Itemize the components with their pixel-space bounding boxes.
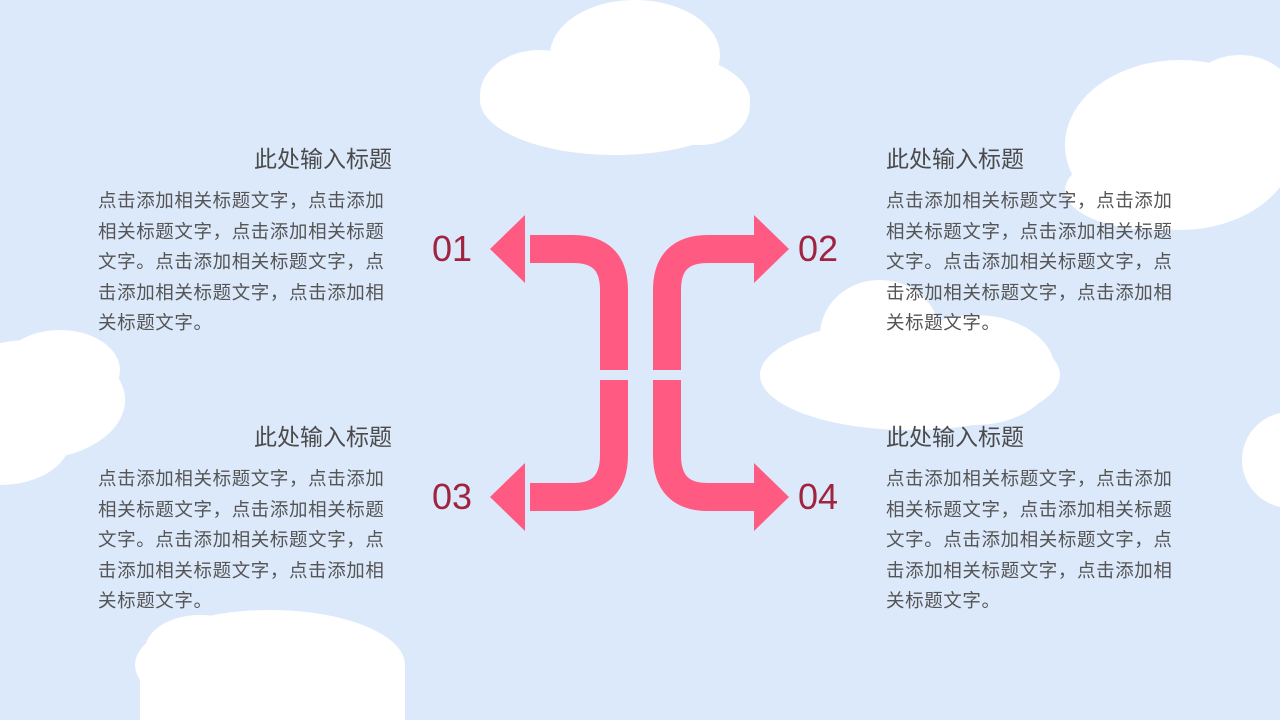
block-body: 点击添加相关标题文字，点击添加相关标题文字，点击添加相关标题文字。点击添加相关标… xyxy=(886,469,1173,612)
step-number-04: 04 xyxy=(798,476,839,517)
arrow-icon xyxy=(490,463,525,531)
text-block-03: 此处输入标题 点击添加相关标题文字，点击添加相关标题文字，点击添加相关标题文字。… xyxy=(98,423,398,618)
step-number-02: 02 xyxy=(798,228,839,269)
block-title: 此处输入标题 xyxy=(254,425,392,451)
block-body: 点击添加相关标题文字，点击添加相关标题文字，点击添加相关标题文字。点击添加相关标… xyxy=(98,469,385,612)
block-title: 此处输入标题 xyxy=(254,147,392,173)
arrow-icon xyxy=(653,235,755,370)
arrow-icon xyxy=(754,463,789,531)
arrow-icon xyxy=(530,380,628,511)
arrow-icon xyxy=(530,235,628,370)
cloud-icon xyxy=(0,330,125,485)
block-title: 此处输入标题 xyxy=(886,425,1024,451)
step-number-01: 01 xyxy=(432,228,473,269)
arrow-icon xyxy=(754,215,789,283)
block-title: 此处输入标题 xyxy=(886,147,1024,173)
text-block-01: 此处输入标题 点击添加相关标题文字，点击添加相关标题文字，点击添加相关标题文字。… xyxy=(98,145,398,340)
block-body: 点击添加相关标题文字，点击添加相关标题文字，点击添加相关标题文字。点击添加相关标… xyxy=(98,191,385,334)
cloud-icon xyxy=(135,610,405,720)
step-number-03: 03 xyxy=(432,476,473,517)
arrow-icon xyxy=(653,380,755,511)
arrow-icon xyxy=(490,215,525,283)
cloud-icon xyxy=(1065,55,1280,230)
cloud-icon xyxy=(480,0,750,155)
block-body: 点击添加相关标题文字，点击添加相关标题文字，点击添加相关标题文字。点击添加相关标… xyxy=(886,191,1173,334)
cloud-icon xyxy=(760,280,1060,430)
cloud-icon xyxy=(1242,413,1280,507)
text-block-02: 此处输入标题 点击添加相关标题文字，点击添加相关标题文字，点击添加相关标题文字。… xyxy=(886,145,1186,340)
text-block-04: 此处输入标题 点击添加相关标题文字，点击添加相关标题文字，点击添加相关标题文字。… xyxy=(886,423,1186,618)
